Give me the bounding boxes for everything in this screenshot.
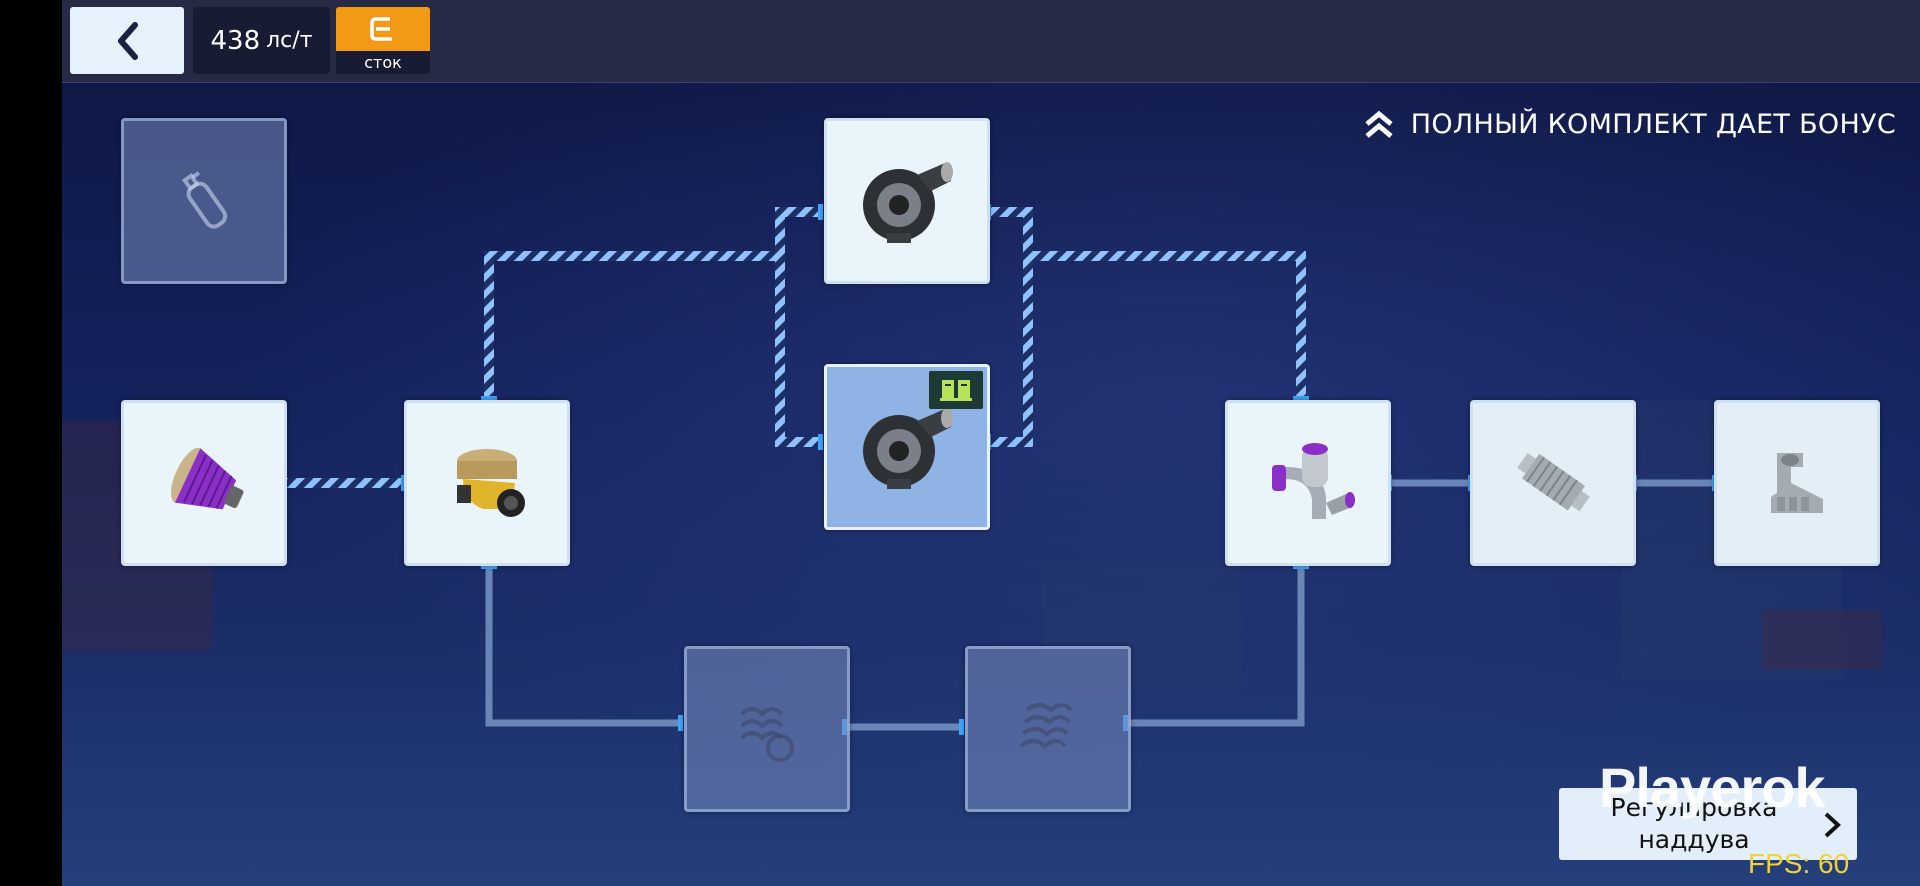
connector-active — [988, 207, 1033, 256]
boost-tuning-line1: Регулировка — [1610, 793, 1778, 822]
connector-active — [1028, 251, 1306, 400]
port — [818, 204, 823, 220]
garage-stage: 438 лс/т сток ПОЛНЫЙ КОМПЛЕКТ ДАЕТ БОНУС — [62, 0, 1920, 886]
part-node-intercooler[interactable] — [1470, 400, 1636, 566]
connector-active — [988, 256, 1033, 447]
bonus-text: ПОЛНЫЙ КОМПЛЕКТ ДАЕТ БОНУС — [1410, 108, 1896, 140]
power-unit: лс/т — [266, 28, 313, 53]
intake-pipe-icon — [1272, 443, 1355, 519]
connector-active — [484, 251, 780, 400]
part-node-supercharger-1[interactable] — [684, 646, 850, 812]
top-bar: 438 лс/т сток — [62, 0, 1920, 83]
nitro-bottle-icon — [181, 171, 228, 229]
bg-shape — [1762, 610, 1882, 670]
stock-icon-area — [336, 7, 430, 51]
part-node-intake-pipe[interactable] — [1225, 400, 1391, 566]
part-node-supercharger-2[interactable] — [965, 646, 1131, 812]
connector-active — [775, 256, 820, 447]
boost-tuning-label: Регулировка наддува — [1589, 792, 1799, 856]
turbocharger-icon — [863, 162, 953, 243]
chevron-left-icon — [118, 21, 138, 60]
port — [678, 715, 683, 731]
back-button[interactable] — [70, 7, 184, 74]
part-node-nitro[interactable] — [121, 118, 287, 284]
active-connectors — [284, 207, 1306, 488]
port — [959, 719, 964, 735]
power-value: 438 — [210, 25, 261, 56]
part-node-turbo-selected[interactable] — [824, 364, 990, 530]
equipped-badge — [929, 371, 983, 409]
port — [818, 434, 823, 450]
connector-inactive — [485, 566, 680, 727]
connector-inactive — [1125, 566, 1305, 727]
power-to-weight: 438 лс/т — [193, 7, 330, 74]
part-node-intake-manifold[interactable] — [1714, 400, 1880, 566]
double-chevron-up-icon — [1365, 110, 1393, 138]
intake-manifold-icon — [1771, 453, 1823, 513]
stock-indicator[interactable]: сток — [336, 7, 430, 74]
part-node-air-filter[interactable] — [121, 400, 287, 566]
stock-label: сток — [364, 53, 402, 72]
connector-active — [775, 207, 820, 256]
port — [481, 396, 497, 401]
supercharger-icon — [740, 707, 794, 762]
port — [1293, 564, 1309, 569]
port — [481, 564, 497, 569]
fps-counter: FPS: 60 — [1748, 848, 1850, 879]
turbocharger-icon — [863, 408, 953, 489]
port — [401, 475, 406, 491]
port — [1293, 396, 1309, 401]
book-icon — [940, 380, 972, 401]
part-node-turbo[interactable] — [824, 118, 990, 284]
stock-icon — [370, 17, 392, 41]
watermark: Playerok — [1599, 756, 1825, 819]
intercooler-icon — [1517, 453, 1590, 512]
blow-off-valve-icon — [457, 449, 525, 517]
boost-tuning-line2: наддува — [1638, 825, 1750, 854]
air-filter-icon — [170, 447, 244, 510]
full-set-bonus: ПОЛНЫЙ КОМПЛЕКТ ДАЕТ БОНУС — [1363, 104, 1896, 144]
part-node-blow-off-valve[interactable] — [404, 400, 570, 566]
supercharger-icon — [1019, 703, 1073, 749]
connector-lines — [282, 204, 1717, 735]
boost-tuning-button[interactable]: Регулировка наддува — [1559, 788, 1857, 860]
chevron-right-icon — [1824, 812, 1841, 838]
inactive-connectors — [485, 479, 1714, 731]
